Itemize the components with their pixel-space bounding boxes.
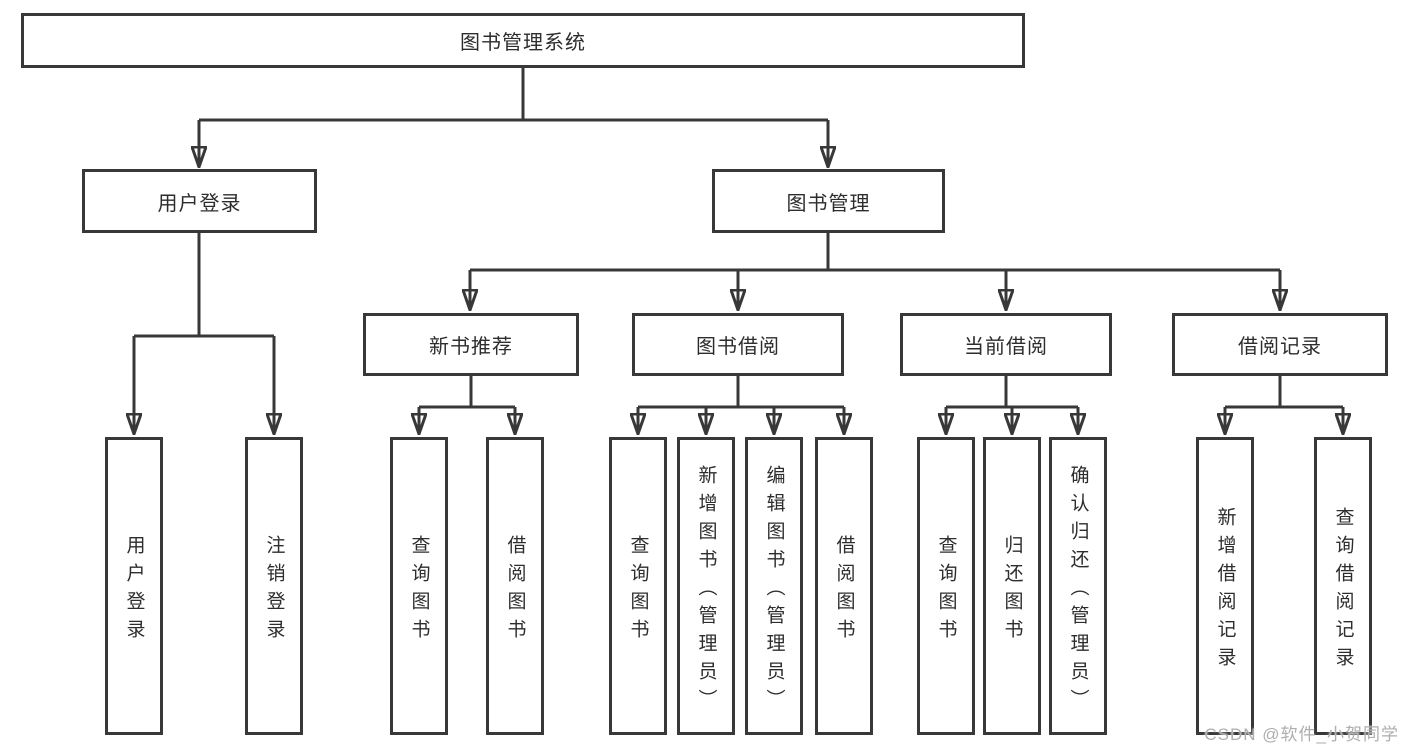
node-label: 图书借阅 xyxy=(696,336,780,358)
leaf-label: 新增图书（管理员） xyxy=(695,464,717,717)
leaf-label: 编辑图书（管理员） xyxy=(763,464,785,717)
leaf-edit-books-admin: 编辑图书（管理员） xyxy=(745,437,803,735)
node-library-system: 图书管理系统 xyxy=(21,13,1025,68)
trunk-records xyxy=(1225,376,1343,409)
trunk-root xyxy=(199,68,828,122)
leaf-query-books-1: 查询图书 xyxy=(390,437,448,735)
leaf-label: 查询图书 xyxy=(408,534,430,647)
node-label: 当前借阅 xyxy=(964,336,1048,358)
node-label: 借阅记录 xyxy=(1238,336,1322,358)
node-book-borrowing: 图书借阅 xyxy=(632,313,844,376)
trunk-new-books xyxy=(419,376,515,409)
leaf-query-books-2: 查询图书 xyxy=(609,437,667,735)
node-book-management: 图书管理 xyxy=(712,169,945,233)
node-label: 图书管理系统 xyxy=(460,32,586,54)
leaf-confirm-return-admin: 确认归还（管理员） xyxy=(1049,437,1107,735)
leaf-query-books-3: 查询图书 xyxy=(917,437,975,735)
leaf-label: 归还图书 xyxy=(1001,534,1023,647)
node-new-book-recommendation: 新书推荐 xyxy=(363,313,579,376)
leaf-label: 借阅图书 xyxy=(833,534,855,647)
leaf-label: 新增借阅记录 xyxy=(1214,506,1236,675)
leaf-label: 查询图书 xyxy=(935,534,957,647)
trunk-book-mgmt xyxy=(470,233,1280,272)
trunk-current xyxy=(946,376,1078,409)
leaf-borrow-books-2: 借阅图书 xyxy=(815,437,873,735)
node-label: 用户登录 xyxy=(157,192,242,215)
leaf-query-borrow-record: 查询借阅记录 xyxy=(1314,437,1372,735)
node-borrow-records: 借阅记录 xyxy=(1172,313,1388,376)
trunk-user-login xyxy=(134,233,274,338)
leaf-label: 查询图书 xyxy=(627,534,649,647)
leaf-add-borrow-record: 新增借阅记录 xyxy=(1196,437,1254,735)
node-label: 新书推荐 xyxy=(429,336,513,358)
leaf-user-login: 用户登录 xyxy=(105,437,163,735)
node-user-login: 用户登录 xyxy=(82,169,317,233)
leaf-borrow-books-1: 借阅图书 xyxy=(486,437,544,735)
leaf-label: 查询借阅记录 xyxy=(1332,506,1354,675)
node-current-borrowing: 当前借阅 xyxy=(900,313,1112,376)
leaf-return-books: 归还图书 xyxy=(983,437,1041,735)
leaf-logout: 注销登录 xyxy=(245,437,303,735)
leaf-label: 确认归还（管理员） xyxy=(1067,464,1089,717)
leaf-add-books-admin: 新增图书（管理员） xyxy=(677,437,735,735)
trunk-borrowing xyxy=(638,376,844,409)
leaf-label: 借阅图书 xyxy=(504,534,526,647)
leaf-label: 用户登录 xyxy=(123,534,145,647)
watermark: CSDN @软件_小贺同学 xyxy=(1204,725,1399,744)
node-label: 图书管理 xyxy=(786,192,871,215)
leaf-label: 注销登录 xyxy=(263,534,285,647)
